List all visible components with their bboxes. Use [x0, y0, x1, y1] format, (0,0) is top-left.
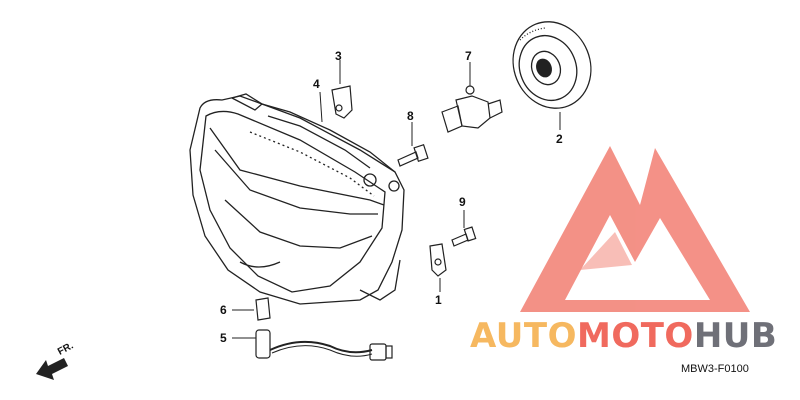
dust-cover [512, 21, 592, 109]
watermark-part-2: MOTO [576, 316, 694, 356]
callout-8: 8 [407, 109, 414, 123]
watermark-text: AUTOMOTOHUB [470, 318, 777, 354]
callout-1: 1 [435, 293, 442, 307]
callout-5: 5 [220, 331, 227, 345]
headlight-assembly [189, 93, 405, 305]
screw-part-9 [451, 226, 477, 247]
socket-wire [255, 329, 393, 361]
callout-6: 6 [220, 303, 227, 317]
watermark-part-1: AUTO [470, 316, 577, 356]
bolt-part-8 [397, 144, 429, 167]
watermark-part-3: HUB [693, 316, 778, 356]
headlight-bulb [441, 85, 503, 133]
callout-2: 2 [556, 132, 563, 146]
watermark-logo-icon [520, 146, 750, 312]
callout-4: 4 [313, 77, 320, 91]
bracket-part-3 [331, 85, 353, 119]
front-direction-arrow-icon [36, 358, 68, 380]
callout-7: 7 [465, 49, 472, 63]
diagram-code: MBW3-F0100 [681, 363, 749, 375]
callout-9: 9 [459, 195, 466, 209]
callout-3: 3 [335, 49, 342, 63]
position-bulb [255, 297, 271, 321]
clip-part-1 [429, 243, 447, 277]
